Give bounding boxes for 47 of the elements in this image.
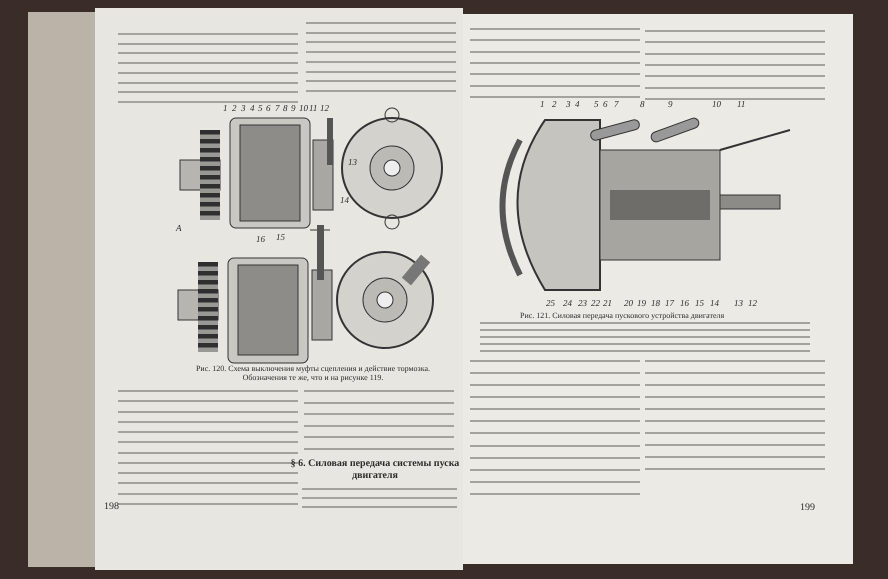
- figure-caption: Рис. 121. Силовая передача пускового устройства двигателя: [520, 312, 724, 320]
- callout-number: 12: [320, 104, 329, 113]
- callout-number: 6: [266, 104, 270, 113]
- callout-number: 16: [680, 299, 689, 308]
- callout-number: 11: [309, 104, 318, 113]
- callout-number: 18: [651, 299, 660, 308]
- callout-number: 15: [695, 299, 704, 308]
- callout-number: 8: [640, 100, 644, 109]
- callout-number: 14: [710, 299, 719, 308]
- callout-number: 25: [546, 299, 555, 308]
- callout-number: 7: [275, 104, 280, 113]
- callout-number: 23: [578, 299, 587, 308]
- figure-caption: Рис. 120. Схема выключения муфты сцепления и действие тормозка. Обозначения те же, что и на рисунке 119.: [194, 364, 432, 382]
- callout-number: 13: [734, 299, 743, 308]
- callout-number: 16: [256, 235, 265, 244]
- callout-number: 9: [668, 100, 672, 109]
- callout-number: 6: [603, 100, 608, 109]
- callout-number: 12: [748, 299, 757, 308]
- page-number: 198: [104, 502, 119, 512]
- callout-number: 3: [566, 100, 570, 109]
- callout-number: 2: [552, 100, 556, 109]
- callout-number: 5: [258, 104, 262, 113]
- callout-number: 13: [348, 158, 357, 167]
- callout-number: 20: [624, 299, 633, 308]
- callout-number: 9: [291, 104, 296, 113]
- callout-number: 19: [637, 299, 646, 308]
- callout-number: А: [176, 224, 182, 233]
- page-number: 199: [800, 503, 815, 513]
- callout-number: 21: [603, 299, 612, 308]
- callout-number: 5: [594, 100, 598, 109]
- callout-number: 8: [283, 104, 288, 113]
- callout-number: 10: [299, 104, 308, 113]
- callout-number: 7: [614, 100, 618, 109]
- callout-number: 2: [232, 104, 236, 113]
- callout-number: 1: [540, 100, 544, 109]
- callout-number: 11: [737, 100, 746, 109]
- callout-number: 17: [665, 299, 674, 308]
- callout-number: 4: [250, 104, 254, 113]
- section-heading: § 6. Силовая передача системы пуска двигателя: [290, 458, 460, 481]
- callout-number: 15: [276, 233, 285, 242]
- callout-number: 4: [575, 100, 580, 109]
- callout-number: 22: [591, 299, 600, 308]
- callout-number: 14: [340, 196, 349, 205]
- callout-number: 10: [712, 100, 721, 109]
- callout-number: 1: [223, 104, 228, 113]
- callout-number: 24: [563, 299, 572, 308]
- callout-number: 3: [241, 104, 246, 113]
